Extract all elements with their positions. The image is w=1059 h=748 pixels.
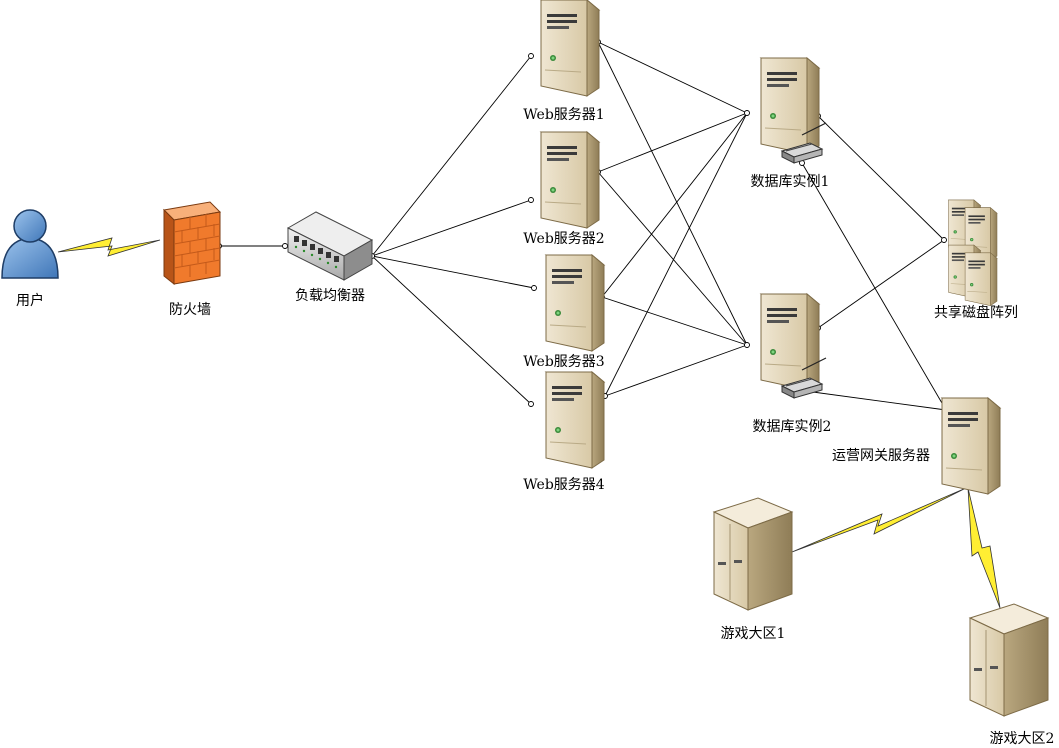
web-server-3-label: Web服务器3	[523, 354, 604, 370]
web-server-2-label: Web服务器2	[523, 231, 604, 247]
web-server-4-label: Web服务器4	[523, 477, 604, 493]
lightning-gateway-zone1	[791, 487, 967, 553]
game-zone-2-icon	[969, 603, 1049, 717]
database-1-icon	[760, 57, 827, 164]
web-server-1-label: Web服务器1	[523, 107, 604, 123]
game-zone-1-icon	[713, 497, 793, 611]
firewall-label: 防火墙	[169, 302, 211, 318]
web-server-2-icon	[540, 131, 600, 229]
load-balancer-icon	[286, 211, 374, 281]
wireless-links	[57, 237, 1001, 609]
game-zone-2-label: 游戏大区2	[990, 731, 1055, 747]
gateway-server-label: 运营网关服务器	[832, 448, 930, 464]
database-1-label: 数据库实例1	[751, 174, 830, 190]
connection-lines	[219, 41, 947, 411]
gateway-server-icon	[941, 397, 1001, 495]
database-2-label: 数据库实例2	[753, 419, 832, 435]
web-server-3-icon	[545, 254, 605, 352]
storage-array-label: 共享磁盘阵列	[934, 304, 1018, 321]
user-label: 用户	[16, 292, 44, 309]
user-icon	[1, 209, 59, 279]
lightning-user-firewall	[57, 237, 161, 257]
lightning-gateway-zone2	[967, 487, 1001, 609]
web-server-4-icon	[545, 371, 605, 469]
storage-array-icon	[948, 199, 998, 306]
load-balancer-label: 负载均衡器	[295, 288, 365, 304]
web-server-1-icon	[540, 0, 600, 97]
game-zone-1-label: 游戏大区1	[721, 626, 786, 642]
database-2-icon	[760, 293, 827, 399]
firewall-icon	[162, 201, 222, 286]
